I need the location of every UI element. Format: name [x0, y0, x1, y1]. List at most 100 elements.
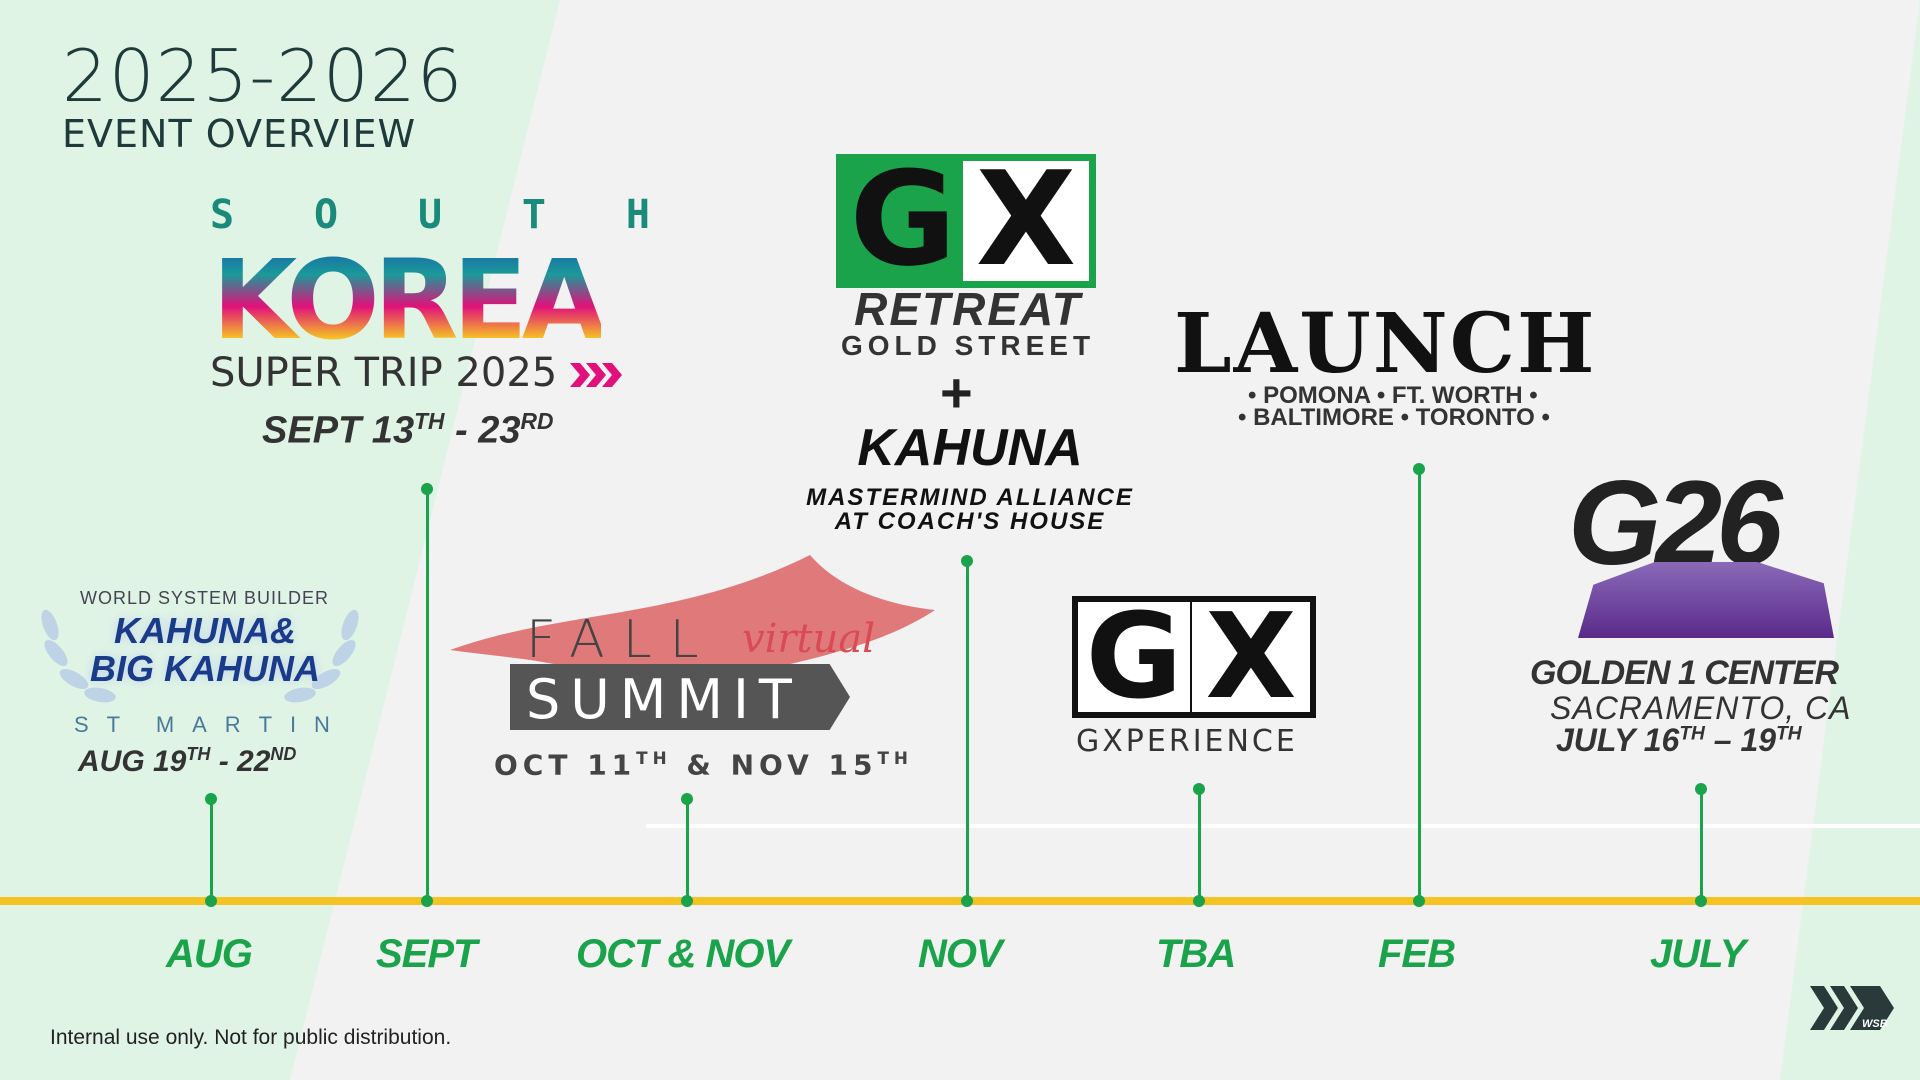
- kahuna-subtitle: WORLD SYSTEM BUILDER: [80, 588, 330, 608]
- timeline-stem: [426, 488, 429, 900]
- korea-date: SEPT 13TH - 23RD: [262, 408, 553, 453]
- launch-cities-line2: • BALTIMORE • TORONTO •: [1238, 404, 1550, 431]
- place-letter: S: [74, 712, 89, 737]
- g26-venue: GOLDEN 1 CENTER: [1530, 654, 1839, 692]
- date-text: SEPT 13: [262, 409, 415, 452]
- month-label-nov: NOV: [918, 932, 1003, 976]
- kahuna-line2: BIG KAHUNA: [90, 648, 320, 689]
- timeline-dot: [1193, 895, 1205, 907]
- chevron-arrows-icon: [569, 363, 622, 387]
- date-text: JULY 16: [1556, 722, 1680, 758]
- page-title: 2025-2026: [62, 34, 464, 118]
- fall-word: FALL: [526, 610, 717, 670]
- month-label-oct-nov: OCT & NOV: [576, 932, 790, 976]
- plus-sign: +: [940, 361, 973, 424]
- gxperience-title: GXPERIENCE: [1076, 724, 1298, 759]
- date-suffix: TH: [1679, 723, 1705, 745]
- date-suffix: TH: [877, 748, 913, 768]
- aug-date: AUG 19TH - 22ND: [78, 744, 296, 779]
- page-subtitle: EVENT OVERVIEW: [62, 112, 417, 156]
- date-suffix: ND: [270, 744, 297, 764]
- date-text: & NOV 15: [671, 748, 878, 782]
- timeline-dot: [681, 895, 693, 907]
- korea-letter: H: [625, 192, 650, 238]
- place-letter: N: [314, 712, 330, 737]
- date-suffix: TH: [186, 744, 211, 764]
- mastermind-line2: AT COACH'S HOUSE: [834, 508, 1106, 535]
- korea-trip-text: SUPER TRIP 2025: [210, 350, 558, 396]
- stmartin-letters: S T M A R T I N: [74, 712, 330, 738]
- virtual-word: virtual: [742, 616, 875, 662]
- timeline-dot: [1193, 783, 1205, 795]
- date-text: – 19: [1704, 722, 1777, 758]
- date-suffix: RD: [520, 408, 554, 434]
- kahuna-line1: KAHUNA&: [114, 610, 296, 651]
- date-suffix: TH: [414, 408, 445, 434]
- mastermind-subtitle: MASTERMIND ALLIANCE AT COACH'S HOUSE: [740, 486, 1200, 534]
- month-label-july: JULY: [1650, 932, 1746, 976]
- timeline-dot: [1695, 783, 1707, 795]
- july-date: JULY 16TH – 19TH: [1556, 722, 1802, 759]
- korea-letter: U: [417, 192, 443, 238]
- gxperience-logo: G X: [1072, 596, 1316, 718]
- retreat-title: RETREAT: [854, 283, 1082, 335]
- gx-letter-g: G: [1078, 597, 1190, 715]
- month-label-tba: TBA: [1156, 932, 1236, 976]
- date-text: OCT 11: [494, 748, 637, 782]
- timeline-dot: [1413, 463, 1425, 475]
- korea-south-letters: S O U T H: [210, 192, 650, 238]
- timeline-dot: [961, 555, 973, 567]
- gx-letter-g: G: [843, 154, 963, 284]
- timeline-stem: [1700, 788, 1703, 900]
- korea-letter: S: [210, 192, 235, 238]
- date-text: AUG 19: [78, 745, 187, 778]
- fall-date: OCT 11TH & NOV 15TH: [494, 748, 913, 781]
- mastermind-line1: MASTERMIND ALLIANCE: [806, 484, 1134, 511]
- summit-banner: [510, 664, 850, 730]
- place-letter: I: [289, 712, 297, 737]
- timeline-dot: [961, 895, 973, 907]
- timeline-stem: [210, 798, 213, 900]
- place-letter: T: [258, 712, 273, 737]
- launch-title: LAUNCH: [1174, 296, 1597, 392]
- footer-disclaimer: Internal use only. Not for public distri…: [50, 1026, 452, 1049]
- month-label-sept: SEPT: [376, 932, 477, 976]
- korea-letter: T: [521, 192, 546, 238]
- korea-trip-title: SUPER TRIP 2025: [210, 350, 626, 396]
- timeline-dot: [421, 895, 433, 907]
- summit-word: SUMMIT: [526, 668, 802, 731]
- korea-logo-word: KOREA: [212, 236, 607, 364]
- wsb-logo-icon: WSB: [1810, 986, 1894, 1030]
- date-text: - 23: [444, 409, 521, 452]
- timeline-stem: [1198, 788, 1201, 900]
- place-letter: T: [106, 712, 121, 737]
- fall-swoosh-shape: [450, 555, 935, 700]
- month-label-aug: AUG: [166, 932, 253, 976]
- arena-image: [1578, 562, 1834, 638]
- month-label-feb: FEB: [1378, 932, 1456, 976]
- g26-city: SACRAMENTO, CA: [1550, 690, 1852, 726]
- gold-street-title: GOLD STREET: [840, 330, 1096, 361]
- laurel-wreath-icon: [41, 609, 359, 703]
- place-letter: R: [224, 712, 241, 737]
- gx-retreat-logo: G X: [836, 154, 1096, 288]
- date-suffix: TH: [636, 748, 672, 768]
- place-letter: A: [192, 712, 207, 737]
- gx-letter-x: X: [963, 154, 1089, 284]
- place-letter: M: [155, 712, 175, 737]
- timeline-dot: [1413, 895, 1425, 907]
- timeline-axis: [0, 897, 1920, 905]
- timeline-stem: [1418, 468, 1421, 900]
- timeline-dot: [205, 793, 217, 805]
- kahuna-title: KAHUNA& BIG KAHUNA: [60, 612, 350, 688]
- gx-letter-x: X: [1192, 597, 1310, 715]
- timeline-dot: [205, 895, 217, 907]
- divider-line: [646, 824, 1920, 828]
- korea-letter: O: [313, 192, 339, 238]
- date-text: - 22: [210, 745, 271, 778]
- timeline-stem: [966, 560, 969, 900]
- timeline-dot: [421, 483, 433, 495]
- timeline-dot: [1695, 895, 1707, 907]
- kahuna-mastermind-title: KAHUNA: [857, 419, 1083, 477]
